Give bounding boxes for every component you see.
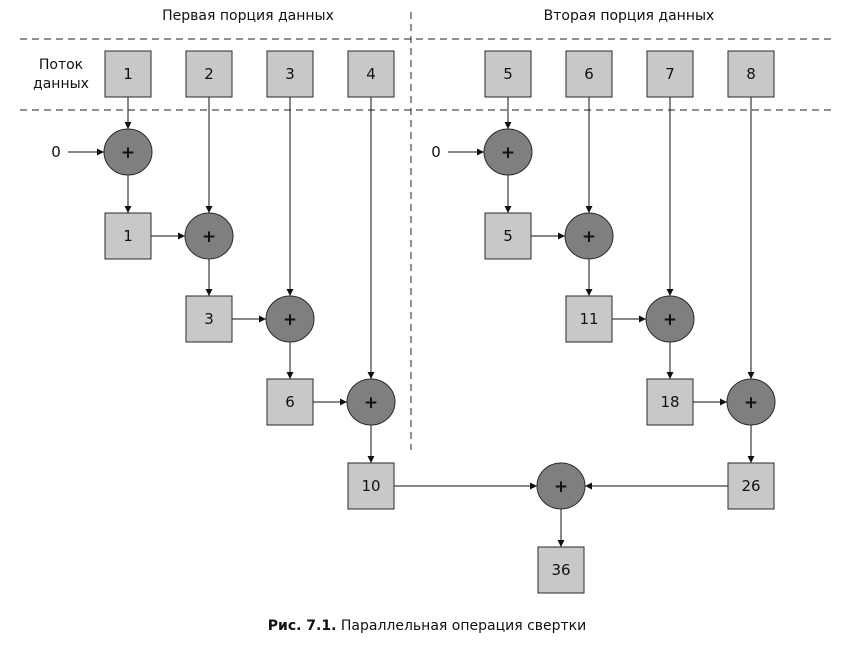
figure-caption: Рис. 7.1. Параллельная операция свертки [0, 618, 854, 634]
input-box-2-rect [185, 50, 233, 98]
partial-sum-right-4-value: 26 [741, 477, 760, 495]
input-box-5-value: 5 [503, 65, 513, 83]
partial-sum-right-1-value: 5 [503, 227, 513, 245]
partial-sum-right-3-value: 18 [660, 393, 679, 411]
initial-value-right: 0 [431, 143, 441, 161]
partial-sum-left-1: 1 [104, 212, 152, 260]
add-op-right-2-circle [564, 212, 614, 260]
partial-sum-right-1: 5 [484, 212, 532, 260]
stream-label-line1: Поток [39, 57, 83, 73]
partial-sum-left-4-value: 10 [361, 477, 380, 495]
add-op-left-4-symbol: + [364, 393, 378, 413]
caption-label: Рис. 7.1. [267, 618, 337, 634]
partial-sum-left-3-rect [266, 378, 314, 426]
add-op-final-symbol: + [554, 477, 568, 497]
partial-sum-left-4: 10 [347, 462, 395, 510]
add-op-right-1: + [483, 128, 533, 176]
add-op-right-3-circle [645, 295, 695, 343]
partial-sum-left-4-rect [347, 462, 395, 510]
input-box-7: 7 [646, 50, 694, 98]
add-op-final: + [536, 462, 586, 510]
add-op-left-3: + [265, 295, 315, 343]
input-box-6-value: 6 [584, 65, 594, 83]
input-box-7-rect [646, 50, 694, 98]
partial-sum-right-3: 18 [646, 378, 694, 426]
result-box-rect [537, 546, 585, 594]
input-box-5-rect [484, 50, 532, 98]
add-op-left-1-circle [103, 128, 153, 176]
partial-sum-left-2: 3 [185, 295, 233, 343]
partial-sum-left-3-value: 6 [285, 393, 295, 411]
input-box-3-value: 3 [285, 65, 295, 83]
input-box-7-value: 7 [665, 65, 675, 83]
initial-value-left: 0 [51, 143, 61, 161]
add-op-left-2: + [184, 212, 234, 260]
add-op-right-2: + [564, 212, 614, 260]
add-op-left-2-circle [184, 212, 234, 260]
input-box-8: 8 [727, 50, 775, 98]
partial-sum-right-2: 11 [565, 295, 613, 343]
input-box-8-value: 8 [746, 65, 756, 83]
add-op-right-3-symbol: + [663, 310, 677, 330]
add-op-right-2-symbol: + [582, 227, 596, 247]
partial-sum-right-3-rect [646, 378, 694, 426]
edges [68, 97, 755, 547]
partial-sum-left-3: 6 [266, 378, 314, 426]
input-box-8-rect [727, 50, 775, 98]
partial-sum-right-2-rect [565, 295, 613, 343]
add-op-left-3-circle [265, 295, 315, 343]
add-op-right-4: + [726, 378, 776, 426]
partial-sum-left-1-value: 1 [123, 227, 133, 245]
input-box-1-value: 1 [123, 65, 133, 83]
partial-sum-left-2-rect [185, 295, 233, 343]
add-op-left-1-symbol: + [121, 143, 135, 163]
add-op-right-1-circle [483, 128, 533, 176]
result-box-value: 36 [551, 561, 570, 579]
stream-label-line2: данных [33, 76, 89, 92]
nodes: 1 2 3 4 5 6 7 8 0 +1 +3 +6 +10 0 +5 +11 +18 +26 +36 [51, 50, 776, 594]
partial-sum-right-4: 26 [727, 462, 775, 510]
add-op-left-4: + [346, 378, 396, 426]
add-op-final-circle [536, 462, 586, 510]
add-op-left-4-circle [346, 378, 396, 426]
input-box-1: 1 [104, 50, 152, 98]
input-box-1-rect [104, 50, 152, 98]
caption-text: Параллельная операция свертки [340, 618, 587, 634]
partial-sum-right-4-rect [727, 462, 775, 510]
partial-sum-left-2-value: 3 [204, 310, 214, 328]
input-box-3-rect [266, 50, 314, 98]
add-op-right-3: + [645, 295, 695, 343]
add-op-left-3-symbol: + [283, 310, 297, 330]
add-op-right-1-symbol: + [501, 143, 515, 163]
input-box-2: 2 [185, 50, 233, 98]
partial-sum-right-2-value: 11 [579, 310, 598, 328]
add-op-right-4-symbol: + [744, 393, 758, 413]
input-box-6-rect [565, 50, 613, 98]
add-op-left-2-symbol: + [202, 227, 216, 247]
input-box-3: 3 [266, 50, 314, 98]
partial-sum-left-1-rect [104, 212, 152, 260]
input-box-4: 4 [347, 50, 395, 98]
input-box-4-rect [347, 50, 395, 98]
partial-sum-right-1-rect [484, 212, 532, 260]
result-box: 36 [537, 546, 585, 594]
input-box-2-value: 2 [204, 65, 214, 83]
header-first-portion: Первая порция данных [162, 8, 334, 24]
input-box-6: 6 [565, 50, 613, 98]
add-op-right-4-circle [726, 378, 776, 426]
add-op-left-1: + [103, 128, 153, 176]
input-box-5: 5 [484, 50, 532, 98]
input-box-4-value: 4 [366, 65, 376, 83]
header-second-portion: Вторая порция данных [544, 8, 715, 24]
